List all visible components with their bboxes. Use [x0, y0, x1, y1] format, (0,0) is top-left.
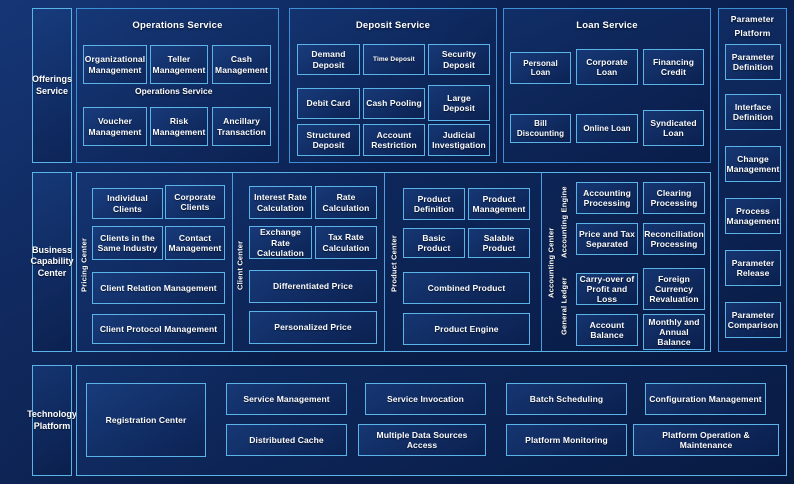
rail-tech-line2: Platform	[33, 420, 71, 431]
node-syndicated-loan[interactable]: Syndicated Loan	[643, 110, 704, 146]
node-teller-management[interactable]: Teller Management	[150, 45, 208, 84]
node-bill-discounting[interactable]: Bill Discounting	[510, 114, 571, 143]
node-corporate-loan[interactable]: Corporate Loan	[576, 49, 638, 85]
node-account-restriction[interactable]: Account Restriction	[363, 124, 425, 156]
node-reconciliation-processing[interactable]: Reconciliation Processing	[643, 223, 705, 255]
node-batch-scheduling[interactable]: Batch Scheduling	[506, 383, 627, 415]
node-foreign-currency-revaluation[interactable]: Foreign Currency Revaluation	[643, 268, 705, 310]
node-service-invocation[interactable]: Service Invocation	[365, 383, 486, 415]
node-individual-clients[interactable]: Individual Clients	[92, 188, 163, 219]
node-distributed-cache[interactable]: Distributed Cache	[226, 424, 347, 456]
node-service-management[interactable]: Service Management	[226, 383, 347, 415]
rail-business-capability-center[interactable]: Business Capability Center	[30, 172, 74, 352]
node-rate-calculation[interactable]: Rate Calculation	[315, 186, 377, 219]
node-structured-deposit[interactable]: Structured Deposit	[297, 124, 360, 156]
node-cash-management[interactable]: Cash Management	[212, 45, 271, 84]
node-personalized-price[interactable]: Personalized Price	[249, 311, 377, 344]
rail-bcc-line2: Capability	[30, 256, 74, 267]
node-security-deposit[interactable]: Security Deposit	[428, 44, 490, 75]
divider-pricing-client	[232, 173, 233, 351]
sidebar-item-parameter-comparison[interactable]: Parameter Comparison	[725, 302, 781, 338]
node-registration-center[interactable]: Registration Center	[86, 383, 206, 457]
sidebar-item-process-management[interactable]: Process Management	[725, 198, 781, 234]
node-risk-management[interactable]: Risk Management	[150, 107, 208, 146]
node-monthly-annual-balance[interactable]: Monthly and Annual Balance	[643, 314, 705, 350]
node-financing-credit[interactable]: Financing Credit	[643, 49, 704, 85]
node-judicial-investigation[interactable]: Judicial Investigation	[428, 124, 490, 156]
rail-bcc-line3: Center	[37, 267, 67, 278]
overlay-operations-service: Operations Service	[135, 86, 213, 96]
node-clients-same-industry[interactable]: Clients in the Same Industry	[92, 226, 163, 260]
node-account-balance[interactable]: Account Balance	[576, 314, 638, 346]
vlabel-pricing-center: Pricing Center	[79, 237, 89, 293]
node-carry-over-profit-loss[interactable]: Carry-over of Profit and Loss	[576, 273, 638, 305]
node-platform-operation-maintenance[interactable]: Platform Operation & Maintenance	[633, 424, 779, 456]
node-cash-pooling[interactable]: Cash Pooling	[363, 88, 425, 119]
node-product-engine[interactable]: Product Engine	[403, 313, 530, 345]
node-basic-product[interactable]: Basic Product	[403, 228, 465, 258]
rail-bcc-line1: Business	[31, 245, 73, 256]
node-contact-management[interactable]: Contact Management	[165, 226, 225, 260]
sidebar-title-line1: Parameter	[730, 14, 775, 24]
vlabel-accounting-center: Accounting Center	[546, 227, 556, 299]
node-demand-deposit[interactable]: Demand Deposit	[297, 44, 360, 75]
node-price-and-tax-separated[interactable]: Price and Tax Separated	[576, 223, 638, 255]
rail-technology-platform[interactable]: Technology Platform	[27, 365, 77, 476]
title-operations-service: Operations Service	[132, 20, 223, 31]
node-corporate-clients[interactable]: Corporate Clients	[165, 185, 225, 219]
title-loan-service: Loan Service	[576, 20, 638, 31]
divider-product-accounting	[541, 173, 542, 351]
node-time-deposit[interactable]: Time Deposit	[363, 44, 425, 75]
node-client-protocol-management[interactable]: Client Protocol Management	[92, 314, 225, 344]
node-differentiated-price[interactable]: Differentiated Price	[249, 270, 377, 303]
node-product-definition[interactable]: Product Definition	[403, 188, 465, 220]
node-product-management[interactable]: Product Management	[468, 188, 530, 220]
node-large-deposit[interactable]: Large Deposit	[428, 85, 490, 121]
vlabel-product-center: Product Center	[389, 235, 399, 293]
node-voucher-management[interactable]: Voucher Management	[83, 107, 147, 146]
divider-client-product	[384, 173, 385, 351]
sidebar-item-parameter-definition[interactable]: Parameter Definition	[725, 44, 781, 80]
node-configuration-management[interactable]: Configuration Management	[645, 383, 766, 415]
node-multiple-data-sources-access[interactable]: Multiple Data Sources Access	[358, 424, 486, 456]
node-salable-product[interactable]: Salable Product	[468, 228, 530, 258]
rail-offerings-line2: Service	[35, 85, 69, 96]
vlabel-client-center: Client Center	[235, 240, 245, 290]
sidebar-item-parameter-release[interactable]: Parameter Release	[725, 250, 781, 286]
node-combined-product[interactable]: Combined Product	[403, 272, 530, 304]
sidebar-item-change-management[interactable]: Change Management	[725, 146, 781, 182]
node-clearing-processing[interactable]: Clearing Processing	[643, 182, 705, 214]
node-debit-card[interactable]: Debit Card	[297, 88, 360, 119]
sidebar-item-interface-definition[interactable]: Interface Definition	[725, 94, 781, 130]
rail-offerings-line1: Offerings	[32, 74, 73, 85]
node-exchange-rate-calculation[interactable]: Exchange Rate Calculation	[249, 226, 312, 259]
node-personal-loan[interactable]: Personal Loan	[510, 52, 571, 84]
vlabel-general-ledger: General Ledger	[559, 277, 569, 335]
title-deposit-service: Deposit Service	[355, 20, 431, 31]
vlabel-accounting-engine: Accounting Engine	[559, 186, 569, 259]
node-client-relation-management[interactable]: Client Relation Management	[92, 272, 225, 304]
node-organizational-management[interactable]: Organizational Management	[83, 45, 147, 84]
rail-tech-line1: Technology	[27, 409, 77, 420]
node-platform-monitoring[interactable]: Platform Monitoring	[506, 424, 627, 456]
node-ancillary-transaction[interactable]: Ancillary Transaction	[212, 107, 271, 146]
node-online-loan[interactable]: Online Loan	[576, 114, 638, 143]
node-tax-rate-calculation[interactable]: Tax Rate Calculation	[315, 226, 377, 259]
rail-offerings-service[interactable]: Offerings Service	[32, 8, 72, 163]
sidebar-title-line2: Platform	[734, 28, 771, 38]
node-accounting-processing[interactable]: Accounting Processing	[576, 182, 638, 214]
node-interest-rate-calculation[interactable]: Interest Rate Calculation	[249, 186, 312, 219]
